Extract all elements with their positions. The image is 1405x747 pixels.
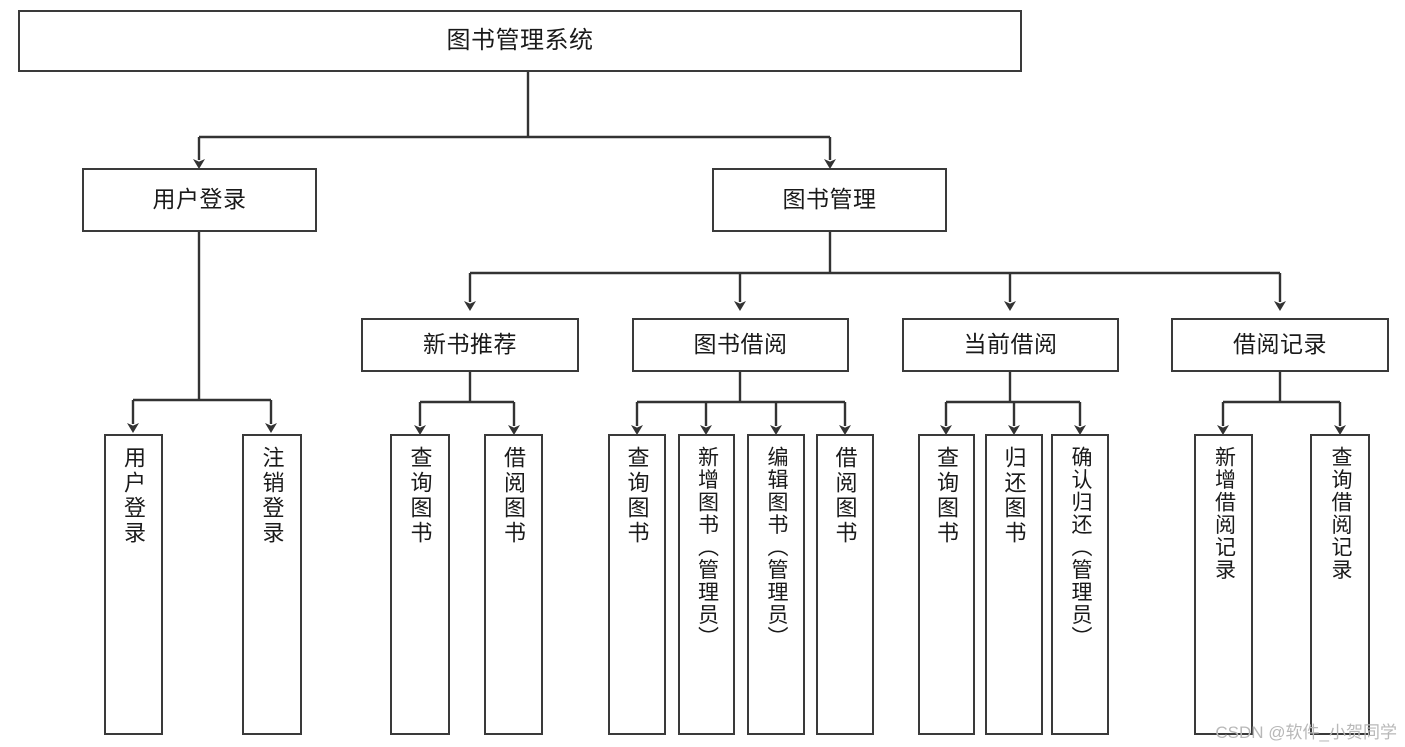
node-leaf-13[interactable]: 查询借阅记录 xyxy=(1310,434,1370,735)
node-leaf-3[interactable]: 查询图书 xyxy=(390,434,450,735)
node-user-login-label: 用户登录 xyxy=(152,186,247,213)
node-leaf-4[interactable]: 借阅图书 xyxy=(484,434,543,735)
node-leaf-5[interactable]: 查询图书 xyxy=(608,434,666,735)
node-leaf-3-label: 查询图书 xyxy=(407,446,433,546)
node-leaf-7-label: 编辑图书（管理员） xyxy=(765,446,789,649)
csdn-watermark: CSDN @软件_小贺同学 xyxy=(1215,723,1397,742)
node-book-manage-label: 图书管理 xyxy=(782,186,877,213)
node-current-borrow-label: 当前借阅 xyxy=(963,331,1058,358)
node-leaf-1[interactable]: 用户登录 xyxy=(104,434,163,735)
node-user-login[interactable]: 用户登录 xyxy=(82,168,317,232)
node-leaf-2-label: 注销登录 xyxy=(259,446,285,546)
node-book-borrow[interactable]: 图书借阅 xyxy=(632,318,849,372)
node-leaf-10[interactable]: 归还图书 xyxy=(985,434,1043,735)
node-leaf-1-label: 用户登录 xyxy=(121,446,147,546)
node-leaf-8-label: 借阅图书 xyxy=(832,446,858,546)
node-book-manage[interactable]: 图书管理 xyxy=(712,168,947,232)
node-leaf-12-label: 新增借阅记录 xyxy=(1212,446,1236,581)
node-leaf-4-label: 借阅图书 xyxy=(501,446,527,546)
node-root[interactable]: 图书管理系统 xyxy=(18,10,1022,72)
node-leaf-2[interactable]: 注销登录 xyxy=(242,434,302,735)
node-leaf-10-label: 归还图书 xyxy=(1001,446,1027,546)
node-leaf-11[interactable]: 确认归还（管理员） xyxy=(1051,434,1109,735)
node-leaf-9-label: 查询图书 xyxy=(934,446,960,546)
node-borrow-record-label: 借阅记录 xyxy=(1233,331,1327,358)
node-borrow-record[interactable]: 借阅记录 xyxy=(1171,318,1389,372)
node-leaf-13-label: 查询借阅记录 xyxy=(1329,446,1353,581)
node-leaf-6-label: 新增图书（管理员） xyxy=(695,446,719,649)
node-new-book-rec[interactable]: 新书推荐 xyxy=(361,318,579,372)
node-leaf-11-label: 确认归还（管理员） xyxy=(1069,446,1093,649)
node-leaf-6[interactable]: 新增图书（管理员） xyxy=(678,434,735,735)
node-book-borrow-label: 图书借阅 xyxy=(693,331,788,358)
node-root-label: 图书管理系统 xyxy=(446,26,594,54)
node-new-book-rec-label: 新书推荐 xyxy=(423,331,517,358)
node-leaf-8[interactable]: 借阅图书 xyxy=(816,434,874,735)
node-leaf-7[interactable]: 编辑图书（管理员） xyxy=(747,434,805,735)
node-current-borrow[interactable]: 当前借阅 xyxy=(902,318,1119,372)
node-leaf-5-label: 查询图书 xyxy=(624,446,650,546)
node-leaf-9[interactable]: 查询图书 xyxy=(918,434,975,735)
node-leaf-12[interactable]: 新增借阅记录 xyxy=(1194,434,1253,735)
